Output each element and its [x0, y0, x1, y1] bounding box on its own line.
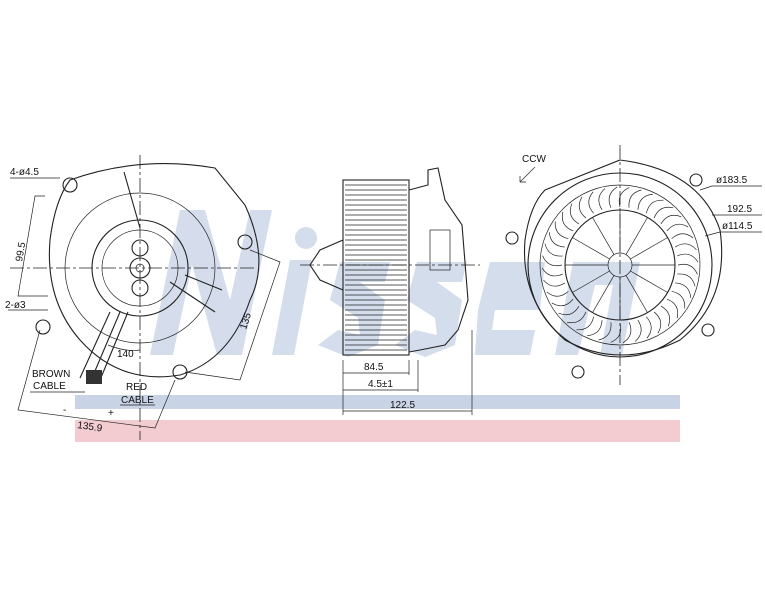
- fan-blade: [551, 298, 574, 307]
- cable-length-label: 140: [117, 349, 134, 360]
- fan-blade: [554, 221, 569, 240]
- width-dimension-label: 135.9: [77, 420, 104, 434]
- fan-blade: [610, 322, 622, 343]
- fan-blade: [598, 188, 606, 211]
- fan-blade: [618, 187, 630, 208]
- fan-blade: [677, 273, 696, 287]
- inner-diameter-label: ø114.5: [722, 221, 753, 232]
- fan-blade: [671, 233, 694, 239]
- fan-blade: [576, 316, 595, 331]
- fan-blade: [608, 186, 618, 208]
- plus-terminal-label: +: [108, 408, 114, 419]
- fan-blade: [660, 305, 671, 327]
- fan-blade: [677, 253, 699, 263]
- fan-blade: [569, 203, 580, 225]
- fan-blade: [548, 232, 565, 248]
- fan-blade: [598, 322, 612, 341]
- rotation-direction-label: CCW: [522, 154, 546, 165]
- connector-icon: [86, 370, 102, 384]
- fan-blade: [653, 311, 662, 334]
- fan-blade: [546, 291, 569, 297]
- fan-blade: [561, 211, 574, 232]
- hub-spoke: [572, 237, 610, 260]
- height-dimension-label: 99.5: [14, 241, 28, 263]
- fan-blade: [646, 316, 652, 339]
- fan-blade: [675, 282, 692, 298]
- fan-blade: [671, 290, 686, 309]
- fan-blade: [645, 199, 664, 214]
- gap-dimension-label: 4.5±1: [368, 379, 393, 390]
- fan-blade: [660, 214, 682, 225]
- fan-blade: [558, 305, 580, 316]
- housing-dimension-label: 192.5: [727, 204, 752, 215]
- hub-spoke: [592, 275, 615, 313]
- brown-cable-label-1: BROWN: [32, 369, 70, 380]
- fan-blade: [677, 263, 698, 275]
- fan-blade: [542, 255, 563, 267]
- fan-blade: [543, 279, 566, 287]
- outer-diameter-label: ø183.5: [716, 175, 748, 186]
- hub-spoke: [630, 270, 668, 293]
- total-width-dimension-label: 122.5: [390, 400, 415, 411]
- brown-cable-label-2: CABLE: [33, 381, 66, 392]
- hub-spoke: [592, 217, 615, 255]
- fan-blade: [587, 320, 603, 337]
- fan-blade: [634, 319, 642, 342]
- hub-spoke: [572, 270, 610, 293]
- side-view: [300, 167, 480, 415]
- fan-blade: [674, 243, 697, 251]
- hub-spoke: [625, 217, 648, 255]
- fan-blade: [628, 189, 642, 208]
- minus-terminal-label: -: [63, 405, 66, 416]
- fan-blade: [541, 267, 563, 277]
- red-cable-label-1: RED: [126, 382, 147, 393]
- fan-blade: [566, 311, 587, 324]
- fan-blade: [666, 223, 689, 232]
- fan-blade: [578, 196, 587, 219]
- fan-blade: [588, 191, 594, 214]
- fan-blade: [544, 243, 563, 257]
- fan-width-dimension-label: 84.5: [364, 362, 384, 373]
- holes-dimension-label: 4-ø4.5: [10, 167, 39, 178]
- fan-blade: [653, 206, 674, 219]
- diagonal-dimension-label: 135: [238, 311, 254, 331]
- small-holes-dimension-label: 2-ø3: [5, 300, 26, 311]
- fan-blade: [637, 193, 653, 210]
- hub-spoke: [625, 275, 648, 313]
- rear-view: [505, 145, 762, 385]
- fan-blade: [622, 322, 632, 344]
- hub-spoke: [630, 237, 668, 260]
- red-cable-label-2: CABLE: [121, 395, 154, 406]
- front-view: [8, 155, 281, 440]
- fan-blade: [666, 298, 679, 319]
